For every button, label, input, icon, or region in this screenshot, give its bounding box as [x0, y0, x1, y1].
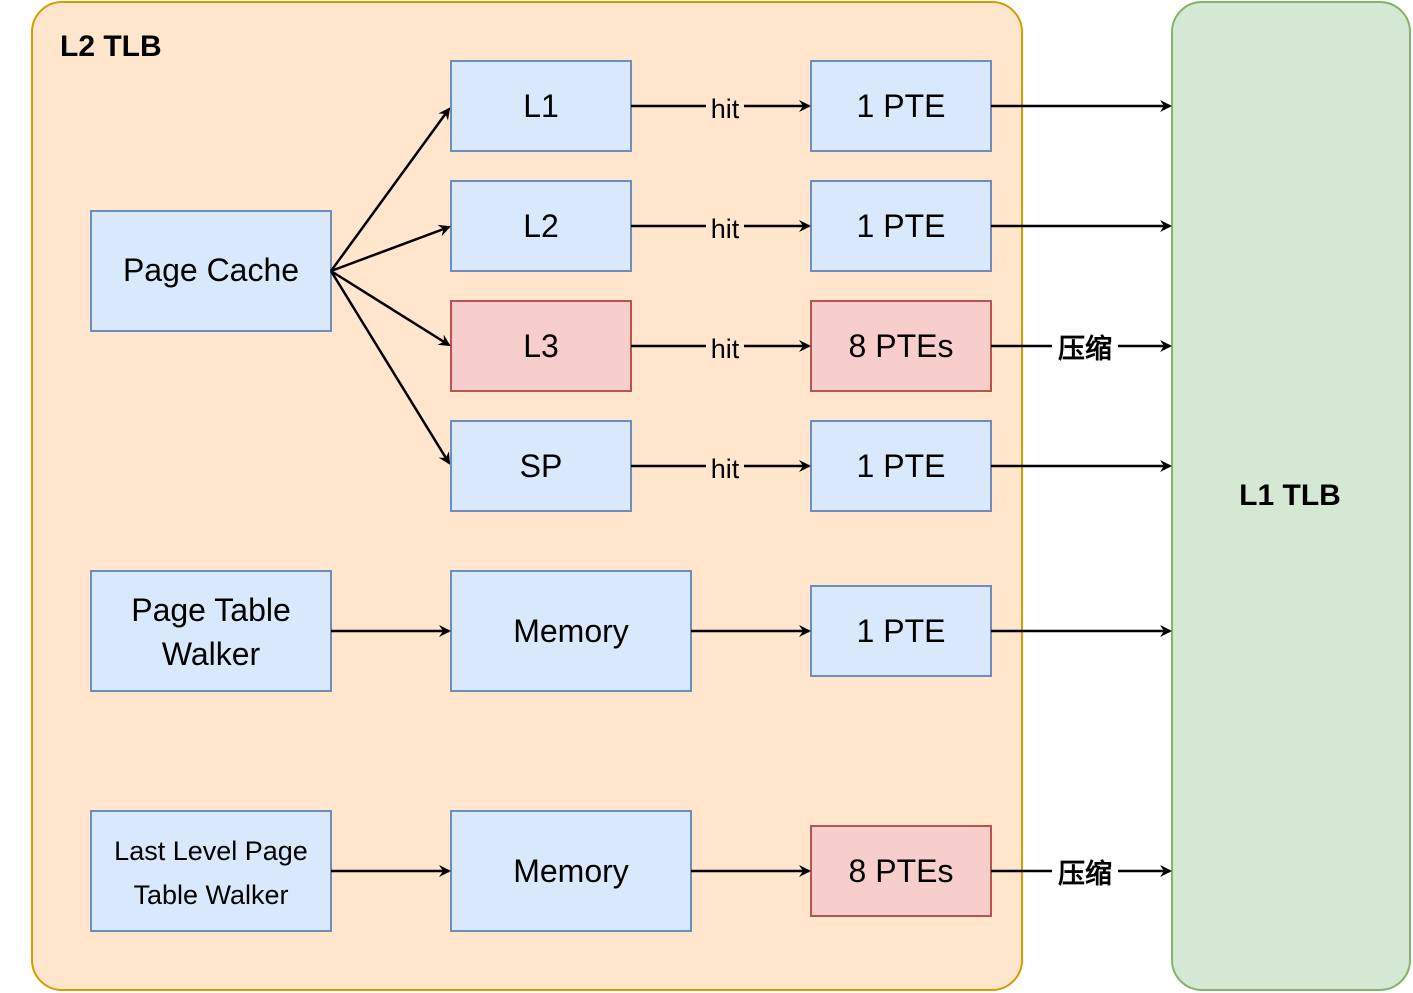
result-node-l3: 8 PTEs [810, 300, 992, 392]
level-label: L3 [523, 328, 559, 364]
l1-tlb-container: L1 TLB [1171, 1, 1411, 991]
compress-label-llw: 压缩 [1052, 855, 1118, 890]
result-label: 1 PTE [857, 88, 946, 124]
hit-label-l3: hit [706, 332, 744, 364]
memory-label: Memory [513, 613, 629, 649]
result-label: 1 PTE [857, 613, 946, 649]
result-label: 1 PTE [857, 208, 946, 244]
l1-tlb-title: L1 TLB [1239, 479, 1341, 512]
level-node-l3: L3 [450, 300, 632, 392]
l2-tlb-title: L2 TLB [60, 30, 162, 63]
svg-text:压缩: 压缩 [1058, 858, 1112, 890]
level-label: L1 [523, 88, 559, 124]
hit-label-l1: hit [706, 92, 744, 124]
result-node-llw: 8 PTEs [810, 825, 992, 917]
edge-cache-to-l2 [330, 224, 451, 273]
result-label: 8 PTEs [849, 853, 954, 889]
hit-label-l2: hit [706, 212, 744, 244]
level-node-sp: SP [450, 420, 632, 512]
level-label: SP [520, 448, 563, 484]
result-label: 8 PTEs [849, 328, 954, 364]
memory-label: Memory [513, 853, 629, 889]
memory-node-llw: Memory [450, 810, 692, 932]
page-cache-node: Page Cache [90, 210, 332, 332]
last-level-walker-label-line1: Last Level Page [114, 836, 308, 866]
edge-cache-to-sp [329, 270, 451, 465]
svg-text:hit: hit [711, 94, 740, 124]
result-node-l1: 1 PTE [810, 60, 992, 152]
compress-label-l3: 压缩 [1052, 330, 1118, 365]
result-node-sp: 1 PTE [810, 420, 992, 512]
memory-node-ptw: Memory [450, 570, 692, 692]
page-cache-label: Page Cache [123, 252, 299, 288]
result-node-l2: 1 PTE [810, 180, 992, 272]
level-label: L2 [523, 208, 559, 244]
last-level-walker-label-line2: Table Walker [133, 880, 288, 910]
svg-text:hit: hit [711, 454, 740, 484]
result-label: 1 PTE [857, 448, 946, 484]
page-table-walker-label-line2: Walker [162, 636, 261, 672]
last-level-walker-node: Last Level Page Table Walker [90, 810, 332, 932]
hit-label-sp: hit [706, 452, 744, 484]
page-table-walker-label-line1: Page Table [131, 592, 291, 628]
svg-text:hit: hit [711, 334, 740, 364]
level-node-l2: L2 [450, 180, 632, 272]
result-node-ptw: 1 PTE [810, 585, 992, 677]
page-table-walker-node: Page Table Walker [90, 570, 332, 692]
edge-cache-to-l1 [329, 107, 451, 272]
level-node-l1: L1 [450, 60, 632, 152]
edge-cache-to-l3 [330, 269, 451, 347]
svg-text:压缩: 压缩 [1058, 333, 1112, 365]
svg-text:hit: hit [711, 214, 740, 244]
